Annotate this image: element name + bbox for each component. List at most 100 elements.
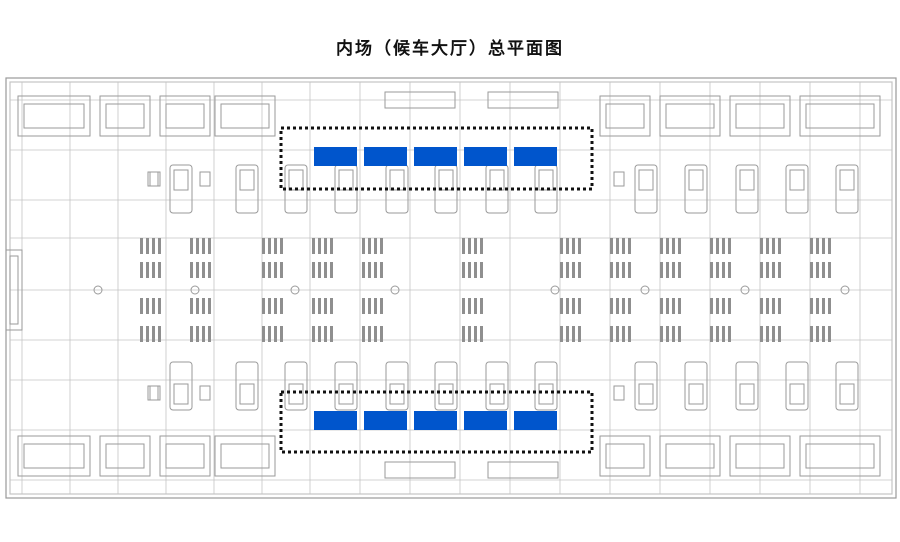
seat	[728, 238, 731, 254]
seat	[616, 262, 619, 278]
seat	[566, 262, 569, 278]
seat	[152, 262, 155, 278]
seat	[158, 298, 161, 314]
bottom-room	[159, 435, 211, 477]
seat	[622, 238, 625, 254]
seat	[710, 262, 713, 278]
seat	[158, 262, 161, 278]
seat	[190, 262, 193, 278]
seat	[766, 262, 769, 278]
building-outline	[5, 77, 897, 499]
seat	[822, 238, 825, 254]
seat	[678, 298, 681, 314]
seat	[480, 238, 483, 254]
fixture-top-inner	[239, 169, 255, 191]
seat	[462, 326, 465, 342]
seat	[312, 238, 315, 254]
seat	[324, 326, 327, 342]
seat	[616, 326, 619, 342]
service-rooms	[17, 91, 881, 479]
fixture-bottom	[385, 361, 409, 411]
seat	[274, 262, 277, 278]
fixture-bottom-inner	[839, 383, 855, 405]
seat	[822, 298, 825, 314]
bottom-room	[729, 435, 791, 477]
seat	[146, 326, 149, 342]
seat	[578, 326, 581, 342]
seat	[678, 238, 681, 254]
fixture-top-inner	[739, 169, 755, 191]
seat	[666, 298, 669, 314]
seat	[362, 238, 365, 254]
seat	[468, 326, 471, 342]
seat	[672, 326, 675, 342]
seat	[202, 238, 205, 254]
bottom-room-inner	[735, 443, 785, 469]
fixture-bottom	[284, 361, 308, 411]
seat	[262, 326, 265, 342]
seat	[468, 262, 471, 278]
seat	[268, 262, 271, 278]
seat	[380, 262, 383, 278]
top-room-inner	[165, 103, 205, 129]
seat	[628, 298, 631, 314]
seat	[368, 262, 371, 278]
small-column	[149, 385, 161, 401]
seat	[628, 262, 631, 278]
fixture-bottom-inner	[688, 383, 704, 405]
seat	[728, 262, 731, 278]
seat	[810, 262, 813, 278]
seat	[368, 326, 371, 342]
top-portal	[384, 91, 456, 109]
seat	[616, 298, 619, 314]
bottom-room-inner	[165, 443, 205, 469]
seat	[722, 326, 725, 342]
seat	[572, 298, 575, 314]
small-column	[199, 385, 211, 401]
fixture-bottom	[534, 361, 558, 411]
seat	[678, 326, 681, 342]
seat	[158, 326, 161, 342]
seat	[374, 326, 377, 342]
fixture-bottom	[735, 361, 759, 411]
fixture-bottom	[434, 361, 458, 411]
seat	[828, 238, 831, 254]
fixture-top	[835, 164, 859, 214]
fixture-top-inner	[688, 169, 704, 191]
seat	[368, 238, 371, 254]
fixture-top-inner	[288, 169, 304, 191]
top-room-inner	[220, 103, 270, 129]
fixture-bottom-inner	[338, 383, 354, 405]
seat	[822, 262, 825, 278]
seat	[312, 262, 315, 278]
seat	[722, 298, 725, 314]
top-room-inner	[105, 103, 145, 129]
seat	[330, 238, 333, 254]
column-marker	[190, 285, 200, 295]
bottom-blue-markers	[314, 411, 557, 430]
fixture-bottom	[485, 361, 509, 411]
seat	[560, 298, 563, 314]
floor-plan-title: 内场（候车大厅）总平面图	[336, 39, 564, 59]
seat	[728, 298, 731, 314]
seat	[140, 238, 143, 254]
seat	[760, 262, 763, 278]
seat	[560, 326, 563, 342]
seat	[318, 326, 321, 342]
blue-marker	[464, 411, 507, 430]
seat	[772, 298, 775, 314]
seat	[578, 262, 581, 278]
top-room-inner	[605, 103, 645, 129]
seat	[468, 298, 471, 314]
seat	[474, 298, 477, 314]
fixture-bottom-inner	[789, 383, 805, 405]
seat	[666, 326, 669, 342]
top-room	[599, 95, 651, 137]
seat	[760, 298, 763, 314]
fixture-bottom	[835, 361, 859, 411]
fixture-top-inner	[538, 169, 554, 191]
seat	[578, 298, 581, 314]
fixture-bottom	[235, 361, 259, 411]
seat	[274, 298, 277, 314]
